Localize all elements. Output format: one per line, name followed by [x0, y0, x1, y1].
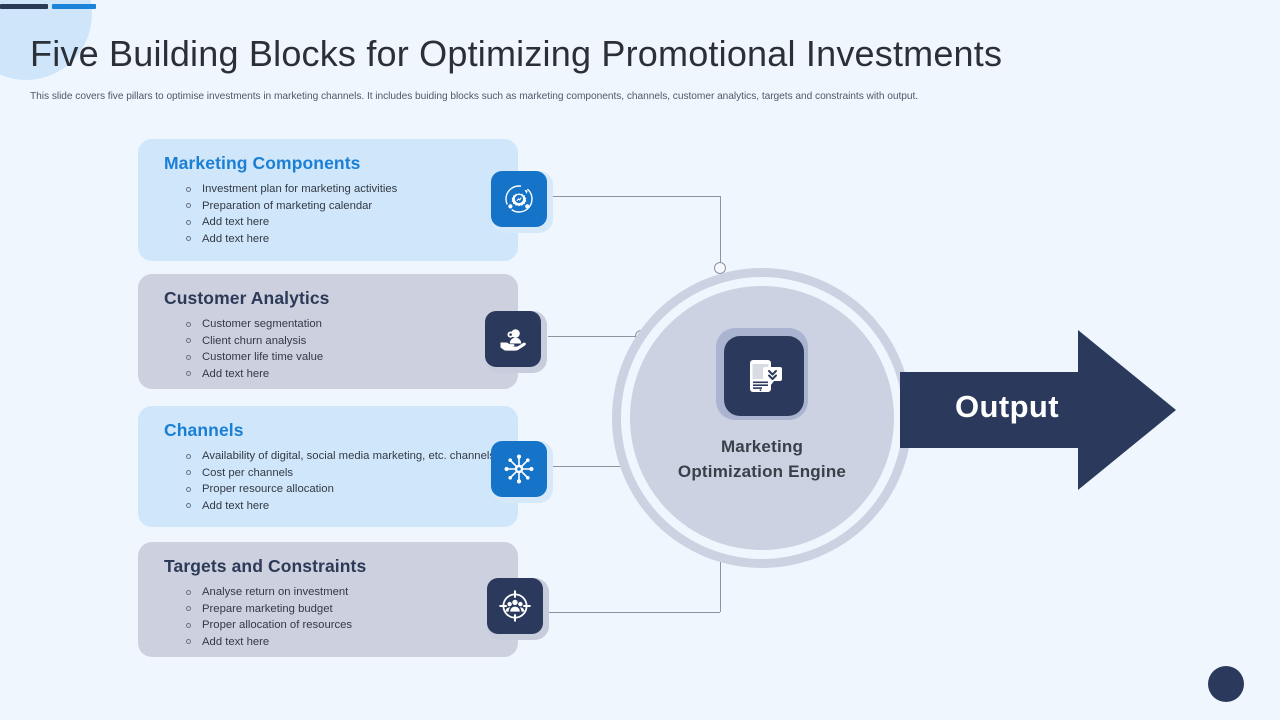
card-title-targets-and-constraints: Targets and Constraints	[164, 556, 367, 576]
card-channels[interactable]: Channels Availability of digital, social…	[138, 406, 518, 527]
card-marketing-components[interactable]: Marketing Components Investment plan for…	[138, 139, 518, 261]
list-item: Prepare marketing budget	[164, 601, 500, 617]
hand-customer-icon[interactable]	[485, 311, 541, 367]
list-item: Investment plan for marketing activities	[164, 181, 500, 197]
list-item: Client churn analysis	[164, 333, 500, 349]
page-title: Five Building Blocks for Optimizing Prom…	[30, 33, 1003, 74]
card-customer-analytics[interactable]: Customer Analytics Customer segmentation…	[138, 274, 518, 389]
top-bar-dark-decoration	[0, 4, 48, 9]
list-item: Availability of digital, social media ma…	[164, 448, 500, 464]
gear-analytics-icon[interactable]	[491, 171, 547, 227]
list-item: Add text here	[164, 214, 500, 230]
icon-backdrop-customer-analytics	[485, 311, 547, 373]
card-targets-and-constraints[interactable]: Targets and Constraints Analyse return o…	[138, 542, 518, 657]
connector-line-card4-vertical	[720, 556, 721, 612]
list-item: Cost per channels	[164, 465, 500, 481]
connector-line-card1-horizontal	[553, 196, 720, 197]
list-item: Preparation of marketing calendar	[164, 198, 500, 214]
hub-inner-circle: Marketing Optimization Engine	[630, 286, 894, 550]
list-item: Add text here	[164, 634, 500, 650]
page-subtitle: This slide covers five pillars to optimi…	[30, 91, 919, 102]
icon-backdrop-marketing-components	[491, 171, 553, 233]
list-item: Proper allocation of resources	[164, 617, 500, 633]
list-item: Customer life time value	[164, 349, 500, 365]
list-item: Add text here	[164, 498, 500, 514]
list-item: Add text here	[164, 231, 500, 247]
hub-label-line1: Marketing	[720, 437, 804, 456]
card-bullets-targets-and-constraints: Analyse return on investment Prepare mar…	[164, 584, 500, 650]
icon-backdrop-targets-and-constraints	[487, 578, 549, 640]
hub-icon-backdrop	[716, 328, 808, 420]
connector-line-card1-vertical	[720, 196, 721, 268]
card-title-marketing-components: Marketing Components	[164, 153, 361, 173]
top-bar-blue-decoration	[52, 4, 96, 9]
list-item: Analyse return on investment	[164, 584, 500, 600]
target-people-icon[interactable]	[487, 578, 543, 634]
card-title-channels: Channels	[164, 420, 244, 440]
card-bullets-marketing-components: Investment plan for marketing activities…	[164, 181, 500, 247]
connector-line-card2-horizontal	[548, 336, 641, 337]
hub-label: Marketing Optimization Engine	[678, 434, 846, 484]
network-hub-icon[interactable]	[491, 441, 547, 497]
card-bullets-channels: Availability of digital, social media ma…	[164, 448, 500, 514]
output-arrow	[900, 330, 1176, 490]
connector-line-card4-horizontal	[548, 612, 720, 613]
bottom-right-circle-decoration	[1208, 666, 1244, 702]
marketing-optimization-engine-hub: Marketing Optimization Engine	[612, 268, 912, 568]
card-bullets-customer-analytics: Customer segmentation Client churn analy…	[164, 316, 500, 382]
connector-line-card3-horizontal	[553, 466, 631, 467]
icon-backdrop-channels	[491, 441, 553, 503]
list-item: Proper resource allocation	[164, 481, 500, 497]
list-item: Add text here	[164, 366, 500, 382]
list-item: Customer segmentation	[164, 316, 500, 332]
mobile-message-icon	[724, 336, 804, 416]
output-label: Output	[955, 389, 1059, 424]
card-title-customer-analytics: Customer Analytics	[164, 288, 330, 308]
hub-label-line2: Optimization Engine	[677, 462, 847, 481]
